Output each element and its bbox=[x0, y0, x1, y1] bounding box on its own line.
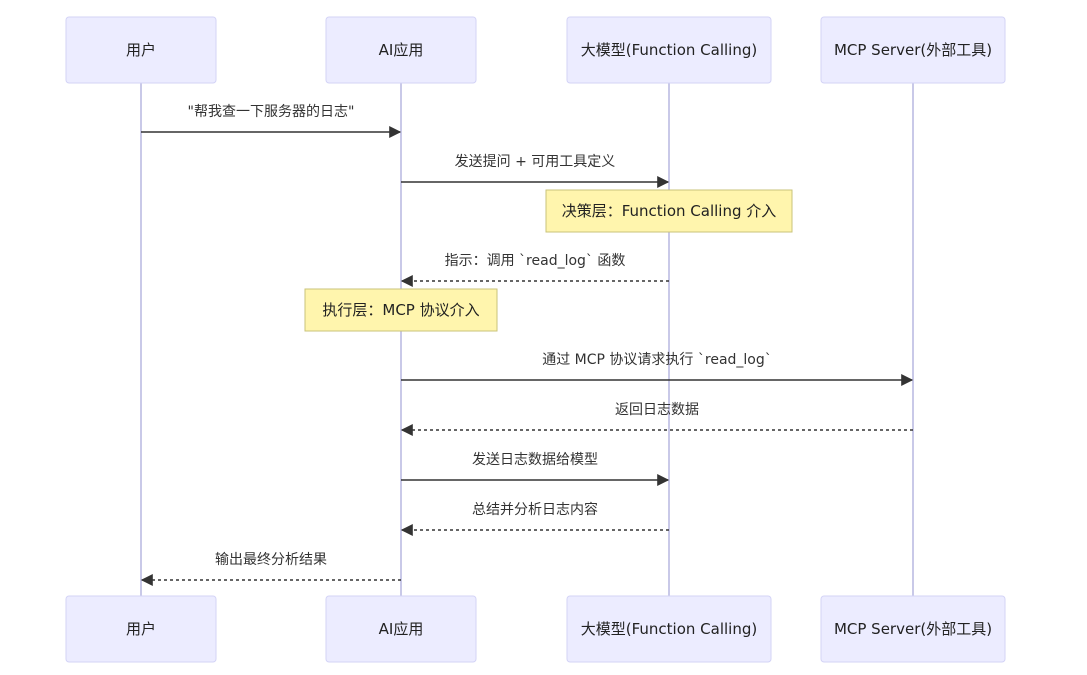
participant-box bbox=[566, 595, 772, 663]
message-label: "帮我查一下服务器的日志" bbox=[188, 104, 355, 120]
message-label: 发送日志数据给模型 bbox=[472, 452, 598, 468]
participant-box bbox=[65, 16, 217, 84]
note-box bbox=[304, 288, 498, 332]
message-label: 指示：调用 `read_log` 函数 bbox=[445, 253, 626, 269]
participant-label: MCP Server(外部工具) bbox=[834, 41, 992, 59]
message-label: 返回日志数据 bbox=[615, 402, 699, 418]
participant-label: 大模型(Function Calling) bbox=[581, 620, 757, 638]
message-label: 通过 MCP 协议请求执行 `read_log` bbox=[542, 352, 772, 368]
participant-box bbox=[65, 595, 217, 663]
message-label: 总结并分析日志内容 bbox=[472, 501, 598, 518]
note-over-llm: 决策层：Function Calling 介入 bbox=[545, 189, 793, 233]
message-label: 发送提问 + 可用工具定义 bbox=[455, 154, 616, 170]
participant-box bbox=[820, 595, 1006, 663]
participant-label: 用户 bbox=[126, 41, 156, 59]
note-label: 决策层：Function Calling 介入 bbox=[562, 202, 777, 220]
note-label: 执行层：MCP 协议介入 bbox=[322, 301, 479, 319]
participant-app-bottom: AI应用 bbox=[325, 595, 477, 663]
participant-box bbox=[325, 595, 477, 663]
participant-label: AI应用 bbox=[379, 620, 424, 638]
message-label: 输出最终分析结果 bbox=[215, 552, 327, 568]
participant-label: 大模型(Function Calling) bbox=[581, 41, 757, 59]
message-user-to-app: "帮我查一下服务器的日志" bbox=[141, 104, 402, 138]
participant-mcp-bottom: MCP Server(外部工具) bbox=[820, 595, 1006, 663]
participant-label: MCP Server(外部工具) bbox=[834, 620, 992, 638]
participant-app-top: AI应用 bbox=[325, 16, 477, 84]
note-box bbox=[545, 189, 793, 233]
participant-user-bottom: 用户 bbox=[65, 595, 217, 663]
participant-user-top: 用户 bbox=[65, 16, 217, 84]
message-llm-to-app: 总结并分析日志内容 bbox=[400, 501, 669, 536]
participant-box bbox=[820, 16, 1006, 84]
message-app-to-llm: 发送提问 + 可用工具定义 bbox=[401, 154, 670, 188]
participant-box bbox=[325, 16, 477, 84]
message-llm-to-app: 指示：调用 `read_log` 函数 bbox=[400, 253, 669, 287]
message-app-to-llm: 发送日志数据给模型 bbox=[401, 452, 670, 486]
message-mcp-to-app: 返回日志数据 bbox=[400, 402, 913, 436]
participant-box bbox=[566, 16, 772, 84]
message-app-to-user: 输出最终分析结果 bbox=[140, 552, 401, 586]
participant-llm-bottom: 大模型(Function Calling) bbox=[566, 595, 772, 663]
note-over-app: 执行层：MCP 协议介入 bbox=[304, 288, 498, 332]
participant-label: AI应用 bbox=[379, 41, 424, 59]
message-app-to-mcp: 通过 MCP 协议请求执行 `read_log` bbox=[401, 352, 914, 386]
participant-label: 用户 bbox=[126, 620, 156, 638]
participant-mcp-top: MCP Server(外部工具) bbox=[820, 16, 1006, 84]
participant-llm-top: 大模型(Function Calling) bbox=[566, 16, 772, 84]
